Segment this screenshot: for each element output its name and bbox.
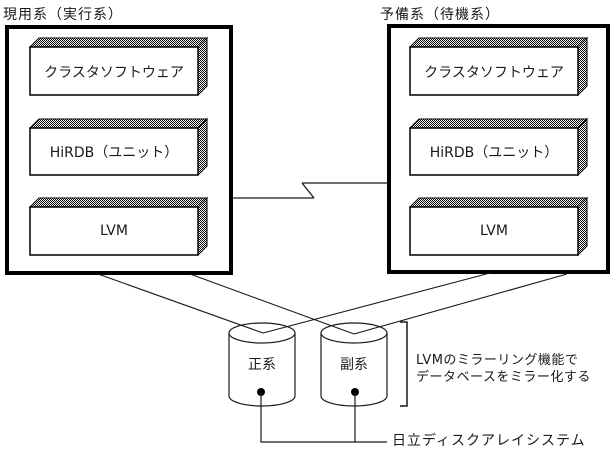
standby-component-label-cluster-software: クラスタソフトウェア [424,65,564,81]
active-component-label-lvm: LVM [100,223,128,239]
secondary-disk-label: 副系 [340,357,368,373]
server-to-disk-lines [97,272,568,335]
standby-system-title: 予備系（待機系） [380,7,500,23]
active-component-box-lvm [28,196,209,257]
active-component-box-cluster-software [28,36,209,97]
mirror-note-bracket [400,321,408,407]
active-system-frame [5,25,233,275]
standby-component-box-lvm [408,196,589,257]
active-component-label-cluster-software: クラスタソフトウェア [44,65,184,81]
mirror-note-line2: データベースをミラー化する [416,370,591,385]
disk-array-label: 日立ディスクアレイシステム [392,433,586,449]
standby-component-box-cluster-software [408,36,589,97]
primary-disk-label: 正系 [248,357,276,373]
active-system-title: 現用系（実行系） [3,7,123,23]
standby-component-label-lvm: LVM [480,223,508,239]
standby-system-frame [387,24,610,274]
network-link-with-break [233,182,388,199]
disk-array-leader-line [260,392,387,443]
active-component-box-hirdb [28,117,209,177]
mirror-note-line1: LVMのミラーリング機能で [416,353,579,368]
standby-component-box-hirdb [408,117,589,177]
active-component-label-hirdb: HiRDB（ユニット） [49,145,179,161]
standby-component-label-hirdb: HiRDB（ユニット） [429,145,559,161]
